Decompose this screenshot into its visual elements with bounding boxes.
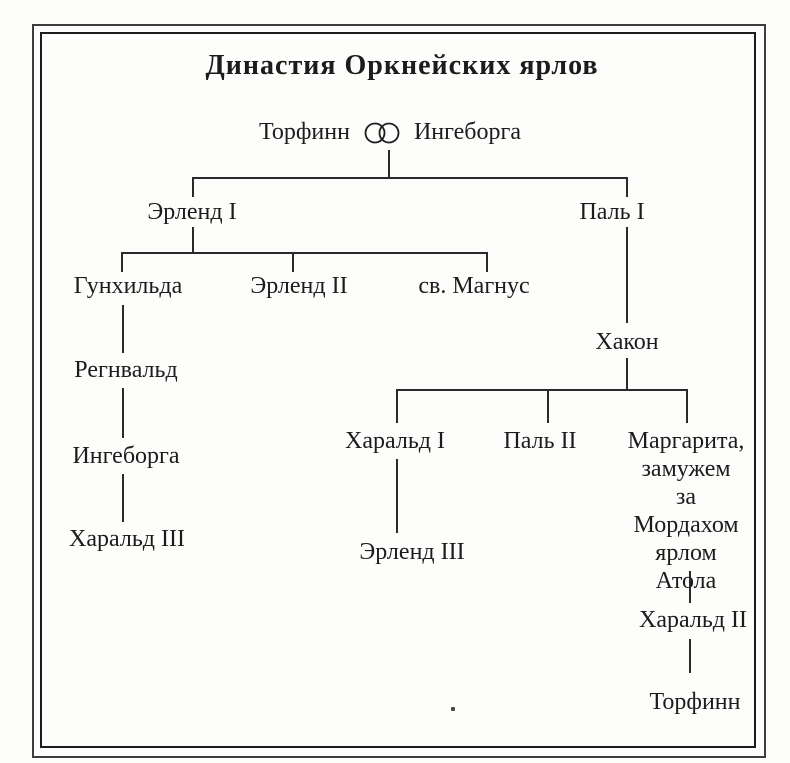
- line-ingeborga-harald3: [122, 474, 124, 522]
- node-erlend3: Эрленд III: [359, 539, 465, 565]
- marriage-rings-icon: [364, 122, 400, 143]
- husband-name: Торфинн: [259, 119, 350, 145]
- root-couple: Торфинн Ингеборга: [259, 119, 521, 146]
- scan-speck: [451, 707, 455, 711]
- line-gen3-drop-harald1: [396, 389, 398, 423]
- line-gen2-drop-magnus: [486, 252, 488, 272]
- node-torfinn2: Торфинн: [649, 689, 741, 715]
- node-harald2: Харальд II: [639, 607, 747, 633]
- line-gen3-bar: [396, 389, 688, 391]
- line-gen1-bar: [192, 177, 628, 179]
- line-gen2-drop-erlend2: [292, 252, 294, 272]
- line-gen2-drop-gunhilda: [121, 252, 123, 272]
- node-gunhilda: Гунхильда: [73, 273, 183, 299]
- line-margarita-harald2: [689, 571, 691, 603]
- line-gen3-drop-pal2: [547, 389, 549, 423]
- node-erlend1: Эрленд I: [147, 199, 237, 225]
- node-erlend2: Эрленд II: [250, 273, 348, 299]
- inner-frame-rule: [40, 32, 756, 748]
- node-margarita: Маргарита, замужем за Мордахом ярлом Ато…: [627, 428, 745, 594]
- outer-frame-rule: [32, 24, 766, 758]
- node-hakon: Хакон: [595, 329, 659, 355]
- line-erlend1-drop: [192, 227, 194, 253]
- line-couple-drop: [388, 150, 390, 178]
- node-harald3: Харальд III: [69, 526, 185, 552]
- line-gen3-drop-margarita: [686, 389, 688, 423]
- line-gunhilda-regnvald: [122, 305, 124, 353]
- node-harald1: Харальд I: [345, 428, 445, 454]
- line-gen1-right-drop: [626, 177, 628, 197]
- line-harald1-erlend3: [396, 459, 398, 533]
- node-pal2: Паль II: [503, 428, 577, 454]
- node-pal1: Паль I: [579, 199, 645, 225]
- line-regnvald-ingeborga: [122, 388, 124, 438]
- diagram-title: Династия Оркнейских ярлов: [205, 50, 599, 81]
- node-magnus: св. Магнус: [418, 273, 530, 299]
- line-hakon-drop: [626, 358, 628, 390]
- line-pal1-hakon: [626, 227, 628, 323]
- line-harald2-torfinn: [689, 639, 691, 673]
- node-regnvald: Регнвальд: [74, 357, 178, 383]
- node-ingeborga2: Ингеборга: [72, 443, 180, 469]
- wife-name: Ингеборга: [413, 119, 521, 145]
- line-gen2-left-bar: [121, 252, 488, 254]
- line-gen1-left-drop: [192, 177, 194, 197]
